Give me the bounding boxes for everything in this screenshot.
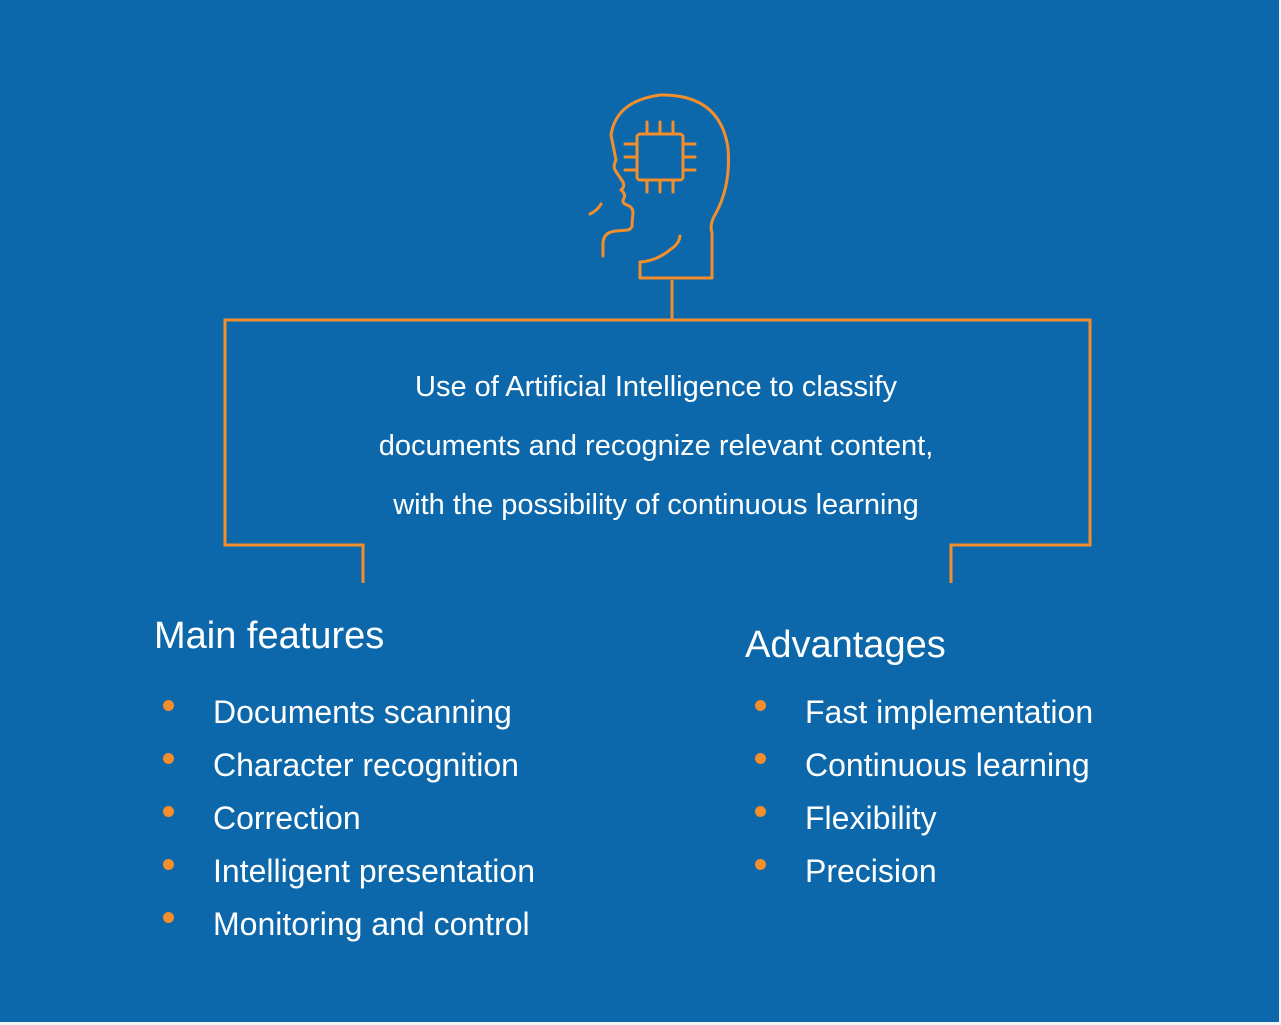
list-item-label: Character recognition	[213, 747, 519, 783]
description-frame	[223, 318, 1092, 583]
description-line: Use of Artificial Intelligence to classi…	[415, 371, 897, 403]
list-item-label: Precision	[805, 853, 937, 889]
list-item: Precision	[747, 845, 1093, 898]
advantages-heading: Advantages	[745, 624, 946, 666]
list-item-label: Continuous learning	[805, 747, 1090, 783]
description-text: Use of Artificial Intelligence to classi…	[250, 358, 1062, 535]
list-item: Fast implementation	[747, 686, 1093, 739]
list-item: Monitoring and control	[155, 898, 535, 951]
bullet-icon	[163, 700, 174, 711]
bullet-icon	[163, 753, 174, 764]
list-item-label: Intelligent presentation	[213, 853, 535, 889]
features-list: Documents scanning Character recognition…	[155, 686, 535, 951]
list-item: Continuous learning	[747, 739, 1093, 792]
list-item-label: Monitoring and control	[213, 906, 530, 942]
list-item: Intelligent presentation	[155, 845, 535, 898]
bottom-border	[0, 1022, 1281, 1025]
description-line: documents and recognize relevant content…	[378, 430, 934, 462]
bullet-icon	[755, 753, 766, 764]
list-item: Character recognition	[155, 739, 535, 792]
list-item: Documents scanning	[155, 686, 535, 739]
list-item: Correction	[155, 792, 535, 845]
advantages-list: Fast implementation Continuous learning …	[747, 686, 1093, 898]
bullet-icon	[755, 806, 766, 817]
list-item-label: Correction	[213, 800, 361, 836]
list-item-label: Fast implementation	[805, 694, 1094, 730]
list-item-label: Documents scanning	[213, 694, 512, 730]
bullet-icon	[163, 859, 174, 870]
list-item-label: Flexibility	[805, 800, 937, 836]
ai-head-chip-icon	[588, 93, 730, 280]
description-line: with the possibility of continuous learn…	[393, 489, 919, 521]
right-border	[1279, 0, 1281, 1025]
list-item: Flexibility	[747, 792, 1093, 845]
bullet-icon	[163, 912, 174, 923]
bullet-icon	[755, 700, 766, 711]
bullet-icon	[163, 806, 174, 817]
bullet-icon	[755, 859, 766, 870]
features-heading: Main features	[154, 615, 385, 657]
